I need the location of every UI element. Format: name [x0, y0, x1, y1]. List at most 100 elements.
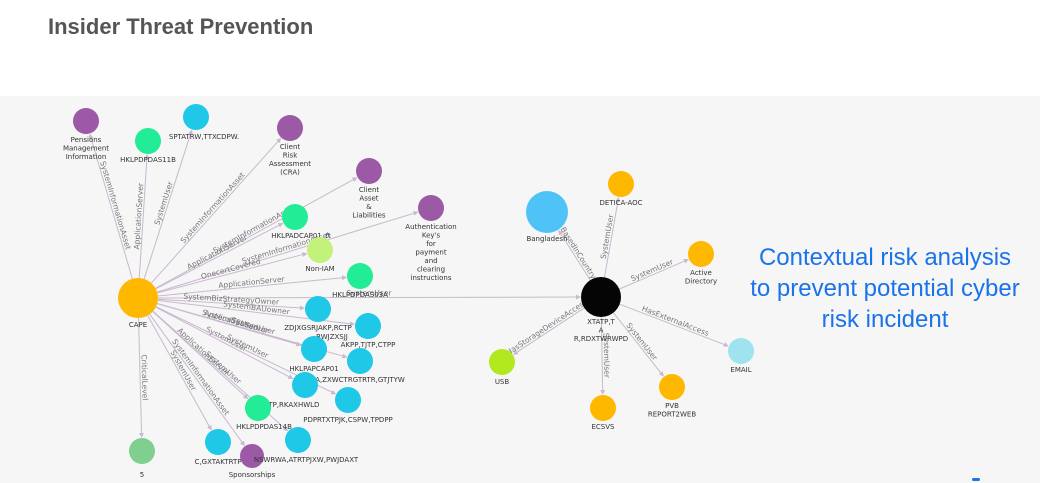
edge-label: SystemUser	[630, 257, 676, 283]
node-label: CAPE	[129, 321, 147, 329]
page-title: Insider Threat Prevention	[48, 14, 314, 39]
node-label: HKLPADCAP01_tt	[271, 232, 331, 240]
node-bangladesh[interactable]: Bangladesh	[526, 191, 568, 243]
node-circle[interactable]	[356, 158, 382, 184]
edge-label: SystemUser	[230, 316, 277, 337]
node-label: Sponsorships	[229, 471, 276, 479]
node-cape[interactable]: CAPE	[118, 278, 158, 329]
node-circle[interactable]	[305, 296, 331, 322]
node-circle[interactable]	[205, 429, 231, 455]
node-usb[interactable]: USB	[489, 349, 515, 386]
edge-label: ApplicationServer	[132, 182, 145, 250]
node-zxwct[interactable]: A,ZXWCTRGTRTR,GTJTYW	[315, 348, 405, 384]
node-label: HKLPDPDAS11B	[120, 156, 176, 164]
node-circle[interactable]	[285, 427, 311, 453]
node-rtxrtp[interactable]: RTXRTP,RKAXHWLD	[251, 372, 320, 409]
node-ecsvs[interactable]: ECSVS	[590, 395, 616, 431]
node-email[interactable]: EMAIL	[728, 338, 754, 374]
node-circle[interactable]	[301, 336, 327, 362]
graph-panel	[0, 96, 1040, 483]
node-circle[interactable]	[608, 171, 634, 197]
edge-xtatp-usb	[513, 307, 585, 355]
node-hklpapcap01[interactable]: HKLPAPCAP01	[289, 336, 339, 373]
node-noniam[interactable]: Non-IAM	[305, 237, 335, 273]
node-circle[interactable]	[418, 195, 444, 221]
node-sponsor[interactable]: Sponsorships	[229, 444, 276, 479]
edge-label: SystemInformationAsset	[98, 160, 133, 251]
node-circle[interactable]	[347, 263, 373, 289]
edge-xtatp-pvb	[612, 312, 664, 377]
node-hklpdpdas03a[interactable]: HKLPDPDAS03A	[332, 263, 388, 299]
node-nswrwa[interactable]: NSWRWA,ATRTPJXW,PWJDAXT	[254, 427, 359, 464]
node-circle[interactable]	[347, 348, 373, 374]
node-hklpdpdas11b[interactable]: HKLPDPDAS11B	[120, 128, 176, 164]
node-circle[interactable]	[581, 277, 621, 317]
node-circle[interactable]	[183, 104, 209, 130]
node-circle[interactable]	[590, 395, 616, 421]
edge-cape-hklpdpdas03a	[157, 275, 347, 297]
node-circle[interactable]	[659, 374, 685, 400]
node-circle[interactable]	[129, 438, 155, 464]
node-circle[interactable]	[335, 387, 361, 413]
edge-xtatp-bangladesh	[558, 229, 591, 281]
node-sptatrw[interactable]: SPTATRW,TTXCDPW.	[169, 104, 239, 141]
node-rwjz[interactable]: RWJZXSJJ	[316, 333, 348, 341]
node-circle[interactable]	[526, 191, 568, 233]
node-deticaaoc[interactable]: DETICA-AOC	[599, 171, 643, 207]
node-hklpdpdas14b[interactable]: HKLPDPDAS14B	[236, 395, 292, 431]
callout-line-3: risk incident	[821, 306, 949, 333]
edge-cape-cra	[150, 137, 282, 284]
node-zdjx[interactable]: ZDJXGSRJAKP,RCTP	[284, 296, 352, 332]
node-label: DETICA-AOC	[599, 199, 642, 207]
edge-label: ApplicationServer	[218, 274, 286, 290]
node-label: RWJZXSJJ	[316, 333, 348, 341]
node-akpp[interactable]: AKPP,TJTP,CTPP	[341, 313, 396, 349]
node-circle[interactable]	[489, 349, 515, 375]
node-label: ECSVS	[592, 423, 616, 431]
node-circle[interactable]	[728, 338, 754, 364]
node-circle[interactable]	[355, 313, 381, 339]
node-s5[interactable]: 5	[129, 438, 155, 479]
edge-cape-noniam	[157, 252, 308, 294]
edge-xtatp-deticaaoc	[603, 196, 621, 278]
node-label: HKLPDPDAS03A	[332, 291, 388, 299]
node-label: USB	[495, 378, 510, 386]
node-label: AKPP,TJTP,CTPP	[341, 341, 396, 349]
edge-xtatp-ad	[619, 258, 689, 290]
node-circle[interactable]	[688, 241, 714, 267]
edge-cape-s5	[138, 317, 145, 438]
node-cgxtak[interactable]: C,GXTAKTRTP	[195, 429, 242, 466]
node-circle[interactable]	[307, 237, 333, 263]
node-label: SPTATRW,TTXCDPW.	[169, 133, 239, 141]
node-circle[interactable]	[118, 278, 158, 318]
node-circle[interactable]	[135, 128, 161, 154]
node-circle[interactable]	[73, 108, 99, 134]
node-circle[interactable]	[277, 115, 303, 141]
node-circle[interactable]	[282, 204, 308, 230]
node-hklpadcap01[interactable]: HKLPADCAP01_tt	[271, 204, 331, 240]
edge-cape-sptatrw	[143, 129, 193, 280]
edge-label: CriticalLevel	[139, 354, 149, 400]
node-circle[interactable]	[245, 395, 271, 421]
node-pdprt[interactable]: PDPRTXTPJK,CSPW,TPDPP	[303, 387, 393, 424]
node-label: EMAIL	[730, 366, 751, 374]
edge-label: HasStorageDeviceAccess	[504, 298, 588, 358]
node-circle[interactable]	[240, 444, 264, 468]
edge-cape-hklpadcap01	[155, 222, 284, 290]
node-circle[interactable]	[292, 372, 318, 398]
context-callout: Contextual risk analysis to prevent pote…	[730, 242, 1040, 335]
